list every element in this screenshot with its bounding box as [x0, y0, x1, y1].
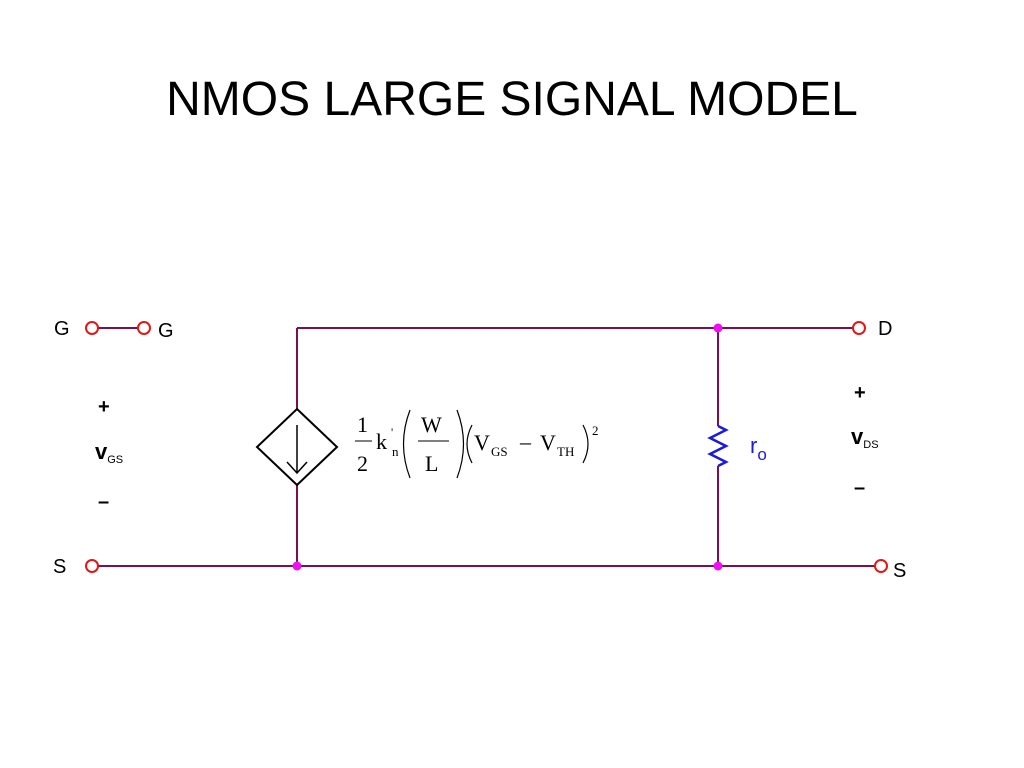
terminals — [85, 321, 888, 573]
terminal-gate-right — [137, 321, 151, 335]
eq-k-subscript: n — [392, 444, 399, 459]
eq-minus: – — [519, 429, 532, 454]
terminal-drain — [852, 321, 866, 335]
eq-paren-right-1 — [456, 409, 465, 479]
eq-k-prime: ' — [391, 425, 393, 439]
eq-paren-right-2 — [582, 424, 589, 464]
wires — [98, 327, 875, 567]
eq-frac-denominator: 2 — [357, 451, 368, 476]
vgs-annotation: + vGS – — [95, 396, 123, 513]
vds-symbol: vDS — [851, 424, 879, 451]
terminal-gate-left — [85, 321, 99, 335]
junction-dot — [713, 561, 723, 571]
vgs-plus: + — [98, 396, 110, 418]
resistor-label: ro — [750, 433, 767, 464]
label-source-right: S — [893, 560, 906, 582]
label-drain: D — [878, 318, 892, 340]
label-source-left: S — [53, 556, 66, 578]
resistor-subscript: o — [757, 445, 766, 464]
eq-vth: V — [540, 430, 556, 455]
vgs-symbol: vGS — [95, 439, 123, 466]
vgs-minus: – — [98, 491, 109, 513]
eq-vgs-subscript: GS — [491, 444, 508, 459]
junctions — [292, 323, 723, 571]
eq-w: W — [421, 412, 442, 437]
dependent-current-source — [255, 407, 339, 487]
eq-vgs: V — [474, 430, 490, 455]
vds-subscript: DS — [863, 439, 878, 451]
resistor-symbol: r — [750, 433, 757, 458]
vgs-v: v — [95, 439, 108, 464]
junction-dot — [292, 561, 302, 571]
eq-k: k — [376, 429, 387, 454]
resistor-zigzag — [707, 424, 729, 468]
eq-exponent: 2 — [592, 423, 599, 438]
eq-vth-subscript: TH — [557, 444, 574, 459]
eq-paren-left-2 — [466, 424, 473, 464]
junction-dot — [713, 323, 723, 333]
vds-minus: – — [854, 477, 865, 499]
terminal-source-right — [874, 559, 888, 573]
page-title: NMOS LARGE SIGNAL MODEL — [166, 73, 858, 126]
terminal-source-left — [85, 559, 99, 573]
current-equation: 1 2 k ' n W L V GS – V TH 2 — [355, 409, 599, 479]
vds-v: v — [851, 424, 864, 449]
resistor-ro — [707, 408, 729, 484]
label-gate-right: G — [158, 320, 174, 342]
diamond-shape — [255, 407, 339, 487]
eq-paren-left-1 — [402, 409, 411, 479]
label-gate-left: G — [54, 318, 70, 340]
down-arrow-icon — [286, 425, 308, 475]
vgs-subscript: GS — [107, 454, 123, 466]
eq-frac-numerator: 1 — [357, 412, 368, 437]
vds-plus: + — [854, 382, 866, 404]
eq-l: L — [425, 451, 438, 476]
vds-annotation: + vDS – — [851, 382, 879, 499]
